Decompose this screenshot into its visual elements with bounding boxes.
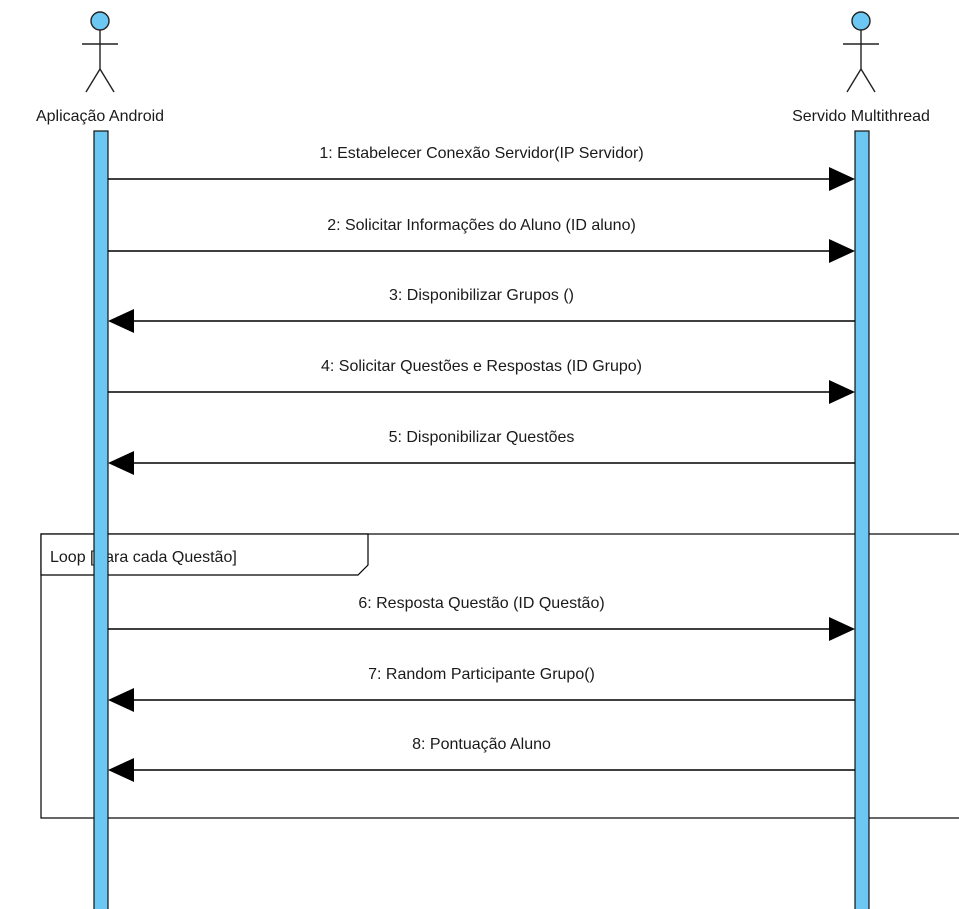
message-5: 5: Disponibilizar Questões bbox=[108, 429, 855, 475]
message-3: 3: Disponibilizar Grupos () bbox=[108, 287, 855, 333]
message-1-label: 1: Estabelecer Conexão Servidor(IP Servi… bbox=[319, 145, 643, 162]
actor-server-head bbox=[851, 11, 871, 31]
loop-frame-label: Loop [Para cada Questão] bbox=[50, 549, 237, 566]
actor-android-right-leg bbox=[99, 68, 115, 93]
message-6-label: 6: Resposta Questão (ID Questão) bbox=[358, 595, 604, 612]
message-2-label: 2: Solicitar Informações do Aluno (ID al… bbox=[327, 217, 636, 234]
message-2-arrowhead bbox=[829, 239, 855, 263]
message-8-label: 8: Pontuação Aluno bbox=[412, 736, 551, 753]
message-7-arrowhead bbox=[108, 688, 134, 712]
message-3-label: 3: Disponibilizar Grupos () bbox=[389, 287, 574, 304]
message-4-label: 4: Solicitar Questões e Respostas (ID Gr… bbox=[321, 358, 642, 375]
actor-server: Servido Multithread bbox=[792, 11, 930, 909]
message-6: 6: Resposta Questão (ID Questão) bbox=[108, 595, 855, 641]
actor-android-label: Aplicação Android bbox=[36, 108, 164, 125]
message-7-label: 7: Random Participante Grupo() bbox=[368, 666, 595, 683]
loop-frame-tab bbox=[40, 533, 369, 576]
actor-android-head bbox=[90, 11, 110, 31]
message-6-arrowhead bbox=[829, 617, 855, 641]
message-2: 2: Solicitar Informações do Aluno (ID al… bbox=[108, 217, 855, 263]
message-7: 7: Random Participante Grupo() bbox=[108, 666, 855, 712]
messages: 1: Estabelecer Conexão Servidor(IP Servi… bbox=[108, 145, 855, 782]
actor-server-right-leg bbox=[860, 68, 876, 93]
message-5-label: 5: Disponibilizar Questões bbox=[389, 429, 575, 446]
actor-server-left-leg bbox=[846, 68, 862, 93]
lifeline-android bbox=[93, 130, 109, 909]
message-8: 8: Pontuação Aluno bbox=[108, 736, 855, 782]
message-1: 1: Estabelecer Conexão Servidor(IP Servi… bbox=[108, 145, 855, 191]
message-1-arrowhead bbox=[829, 167, 855, 191]
message-4-arrowhead bbox=[829, 380, 855, 404]
lifeline-server bbox=[854, 130, 870, 909]
message-5-arrowhead bbox=[108, 451, 134, 475]
message-8-arrowhead bbox=[108, 758, 134, 782]
message-3-arrowhead bbox=[108, 309, 134, 333]
actor-android-figure bbox=[82, 11, 118, 93]
loop-frame-border bbox=[40, 533, 959, 819]
actor-server-figure bbox=[843, 11, 879, 93]
actor-server-label: Servido Multithread bbox=[792, 108, 930, 125]
actor-android-left-leg bbox=[85, 68, 101, 93]
message-4: 4: Solicitar Questões e Respostas (ID Gr… bbox=[108, 358, 855, 404]
actor-android: Aplicação Android bbox=[36, 11, 164, 909]
